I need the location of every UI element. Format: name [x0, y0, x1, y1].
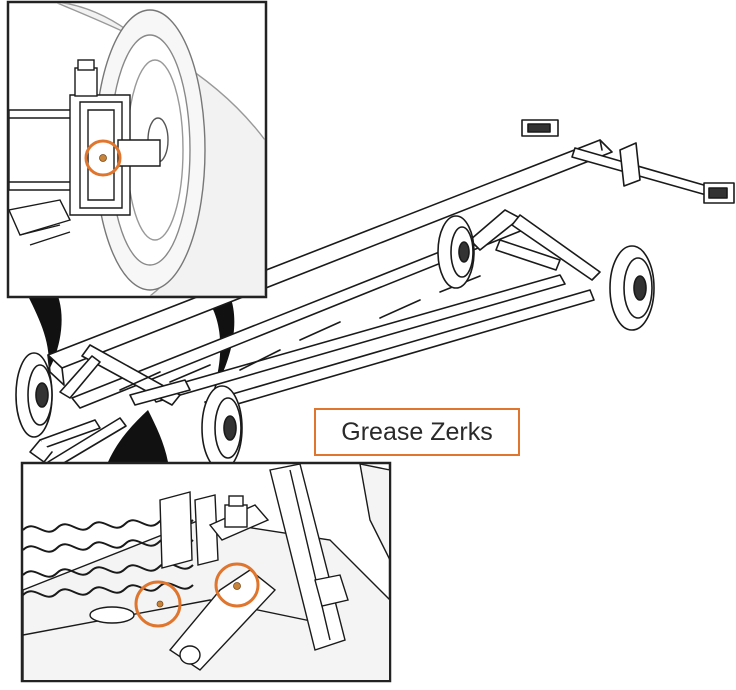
inset-hitch-detail — [20, 461, 392, 683]
connector-bottom — [108, 410, 168, 462]
connector-top-right — [205, 296, 235, 392]
zerk-marker-top — [84, 139, 122, 177]
zerk-marker-left — [134, 580, 182, 628]
zerk-marker-right — [214, 562, 260, 608]
grease-zerks-label: Grease Zerks — [314, 408, 520, 456]
trailer-wheels — [15, 215, 655, 471]
inset-axle-detail — [6, 0, 268, 299]
trailer-frame — [29, 119, 735, 471]
